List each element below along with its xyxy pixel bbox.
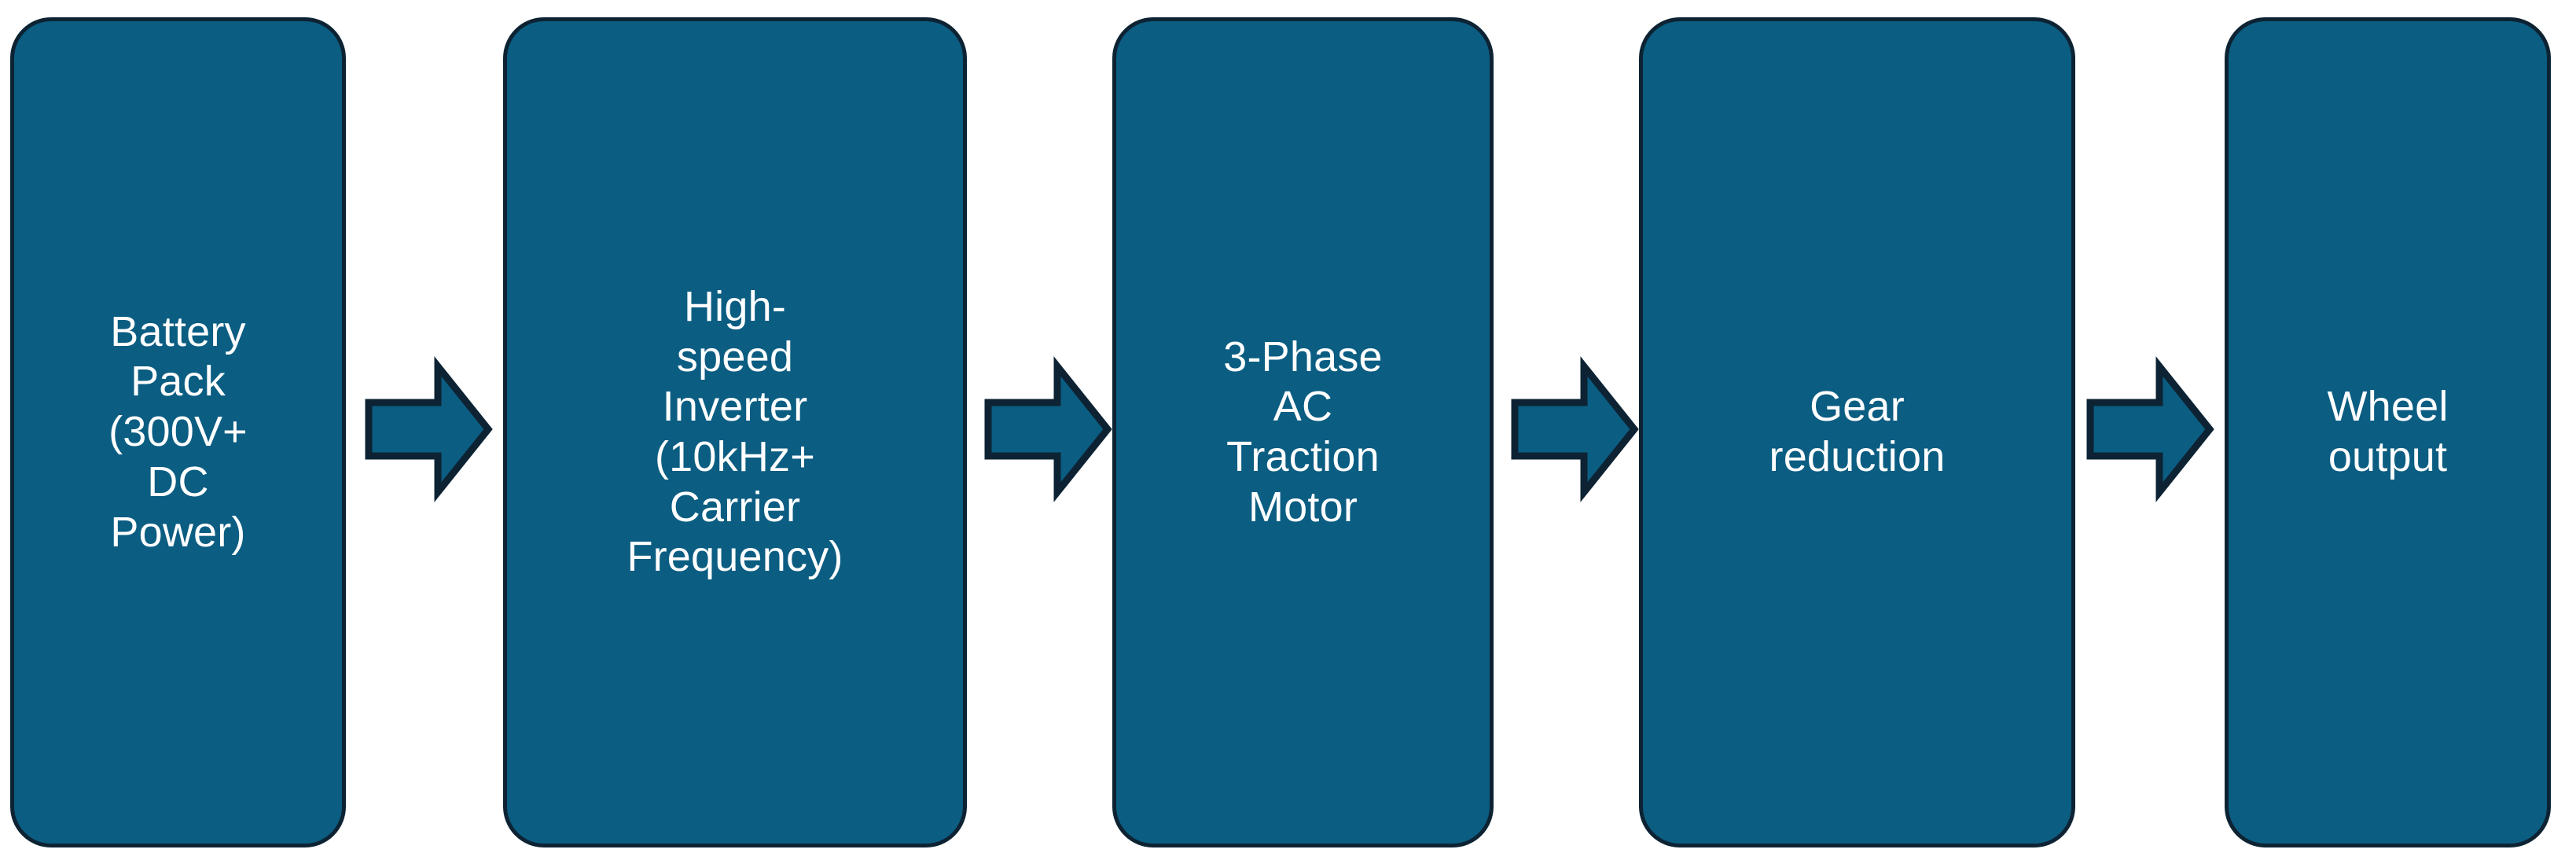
flow-arrow-right-icon (1511, 356, 1639, 502)
flow-stage-battery-pack[interactable]: Battery Pack (300V+ DC Power) (10, 17, 346, 847)
flow-stage-label: Wheel output (2327, 383, 2449, 480)
flow-stage-wheel-output[interactable]: Wheel output (2225, 17, 2551, 847)
flow-stage-label: 3-Phase AC Traction Motor (1223, 333, 1383, 531)
flow-arrow-right-icon (2086, 356, 2214, 502)
flow-stage-three-phase-ac-traction-motor[interactable]: 3-Phase AC Traction Motor (1112, 17, 1494, 847)
flow-arrow-right-icon (984, 356, 1112, 502)
flow-stage-gear-reduction[interactable]: Gear reduction (1639, 17, 2075, 847)
flow-stage-label: High- speed Inverter (10kHz+ Carrier Fre… (627, 282, 843, 581)
flow-stage-label: Gear reduction (1769, 383, 1946, 480)
flow-stage-label: Battery Pack (300V+ DC Power) (108, 307, 248, 556)
flow-stage-high-speed-inverter[interactable]: High- speed Inverter (10kHz+ Carrier Fre… (503, 17, 967, 847)
flow-arrow-right-icon (365, 356, 493, 502)
